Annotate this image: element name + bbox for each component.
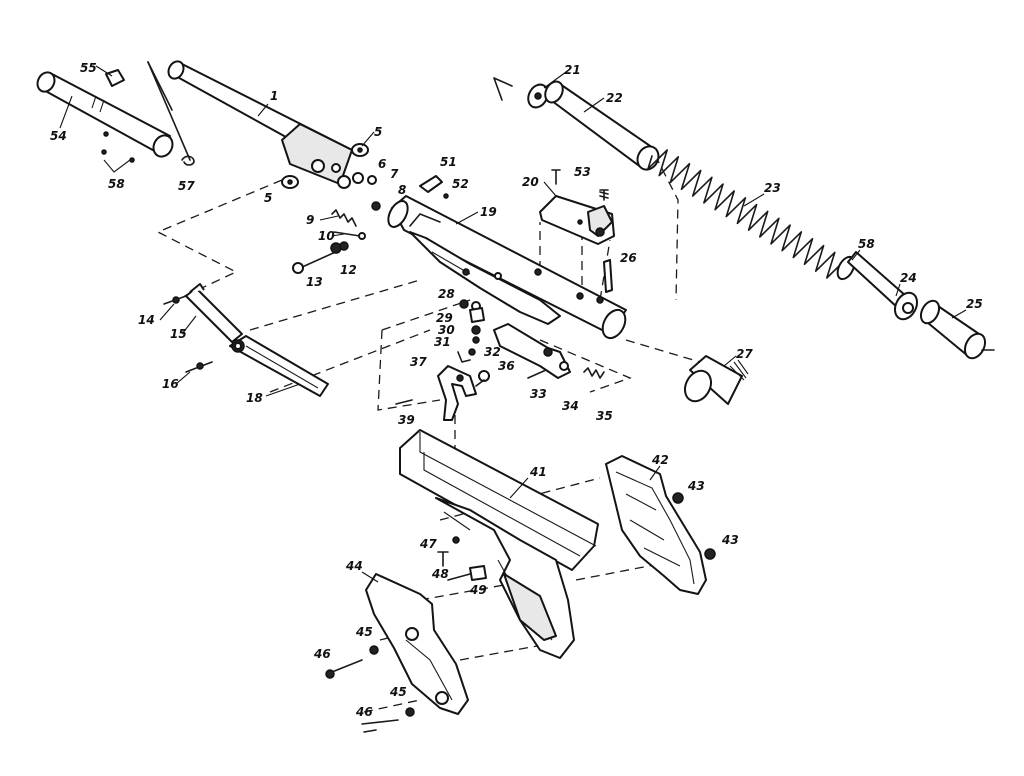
part-22-tube (544, 80, 660, 171)
part-label: 29 (436, 311, 453, 325)
part-43-nuts (672, 492, 716, 560)
part-label: 20 (522, 175, 539, 189)
part-5-washers (281, 143, 369, 189)
part-labels: 55 54 58 57 1 5 5 6 7 8 9 10 12 13 14 15… (50, 61, 983, 719)
part-label: 18 (246, 391, 263, 405)
part-label: 22 (606, 91, 623, 105)
part-1-barrel (167, 60, 353, 185)
part-15-link (185, 283, 243, 343)
part-label: 58 (108, 177, 125, 191)
part-41-frame (399, 429, 599, 659)
part-14-pin (163, 295, 187, 305)
part-32-screw (457, 348, 476, 363)
part-label: 25 (966, 297, 983, 311)
part-label: 24 (900, 271, 917, 285)
part-label: 6 (378, 157, 386, 171)
part-label: 21 (564, 63, 581, 77)
part-label: 7 (390, 167, 399, 181)
parts-6-7-8-small (337, 172, 381, 211)
part-label: 1 (270, 89, 278, 103)
part-label: 26 (620, 251, 637, 265)
part-label: 15 (170, 327, 187, 341)
part-35-spring (583, 367, 605, 379)
part-45-washers (369, 645, 415, 717)
part-36-spring (475, 370, 490, 387)
part-9-spring (331, 209, 357, 227)
part-23-spring (647, 149, 847, 279)
part-label: 16 (162, 377, 179, 391)
part-label: 5 (374, 125, 382, 139)
part-58-pins (101, 131, 135, 173)
part-label: 46 (313, 647, 331, 661)
part-label: 33 (530, 387, 547, 401)
part-label: 45 (355, 625, 373, 639)
part-19-receiver (387, 195, 627, 340)
part-label: 27 (736, 347, 753, 361)
part-label: 36 (498, 359, 515, 373)
part-label: 52 (452, 177, 469, 191)
part-label: 12 (340, 263, 357, 277)
part-label: 14 (138, 313, 155, 327)
part-label: 46 (355, 705, 373, 719)
part-label: 8 (398, 183, 406, 197)
part-16-pin (185, 361, 213, 373)
part-label: 32 (484, 345, 501, 359)
leader-lines (59, 65, 967, 583)
part-27-end-plug (684, 355, 749, 405)
part-label: 23 (764, 181, 781, 195)
part-54-tube (36, 71, 174, 158)
part-label: 51 (440, 155, 457, 169)
part-label: 30 (438, 323, 455, 337)
part-33-pin (527, 369, 547, 379)
part-label: 39 (398, 413, 415, 427)
part-24-rod (847, 251, 919, 321)
part-label: 19 (480, 205, 497, 219)
part-25-cap (919, 299, 995, 360)
part-26-pin (603, 259, 613, 293)
part-sear-assembly (493, 323, 571, 379)
part-label: 34 (562, 399, 579, 413)
part-39-pin (395, 399, 413, 405)
part-label: 10 (318, 229, 335, 243)
part-label: 31 (434, 335, 451, 349)
part-label: 49 (469, 583, 487, 597)
part-21-washer (493, 77, 549, 109)
part-label: 58 (858, 237, 875, 251)
part-51-52-pins (419, 175, 449, 199)
part-label: 45 (389, 685, 407, 699)
part-20-bracket (539, 195, 615, 245)
part-10-12-13-screws (292, 231, 366, 274)
part-label: 43 (721, 533, 739, 547)
part-44-grip-left (365, 573, 469, 715)
part-label: 42 (651, 453, 669, 467)
parts-47-48-49 (437, 551, 487, 581)
part-label: 37 (410, 355, 427, 369)
part-55-nut (105, 69, 125, 87)
parts-28-31-stack (459, 299, 485, 344)
part-42-grip-right (605, 455, 707, 595)
part-46-screws (325, 659, 399, 733)
part-label: 57 (178, 179, 195, 193)
part-18-lever (229, 335, 329, 397)
part-label: 35 (596, 409, 613, 423)
part-label: 5 (264, 191, 272, 205)
part-label: 9 (306, 213, 314, 227)
part-label: 13 (306, 275, 323, 289)
part-label: 28 (438, 287, 455, 301)
part-37-trigger (437, 365, 477, 421)
part-57-clip (147, 61, 195, 166)
part-label: 55 (80, 61, 97, 75)
part-label: 54 (50, 129, 67, 143)
part-label: 43 (687, 479, 705, 493)
part-label: 53 (574, 165, 591, 179)
part-label: 44 (345, 559, 363, 573)
part-label: 47 (419, 537, 437, 551)
part-53-screws (551, 169, 609, 201)
part-label: 41 (529, 465, 547, 479)
part-label: 48 (431, 567, 449, 581)
